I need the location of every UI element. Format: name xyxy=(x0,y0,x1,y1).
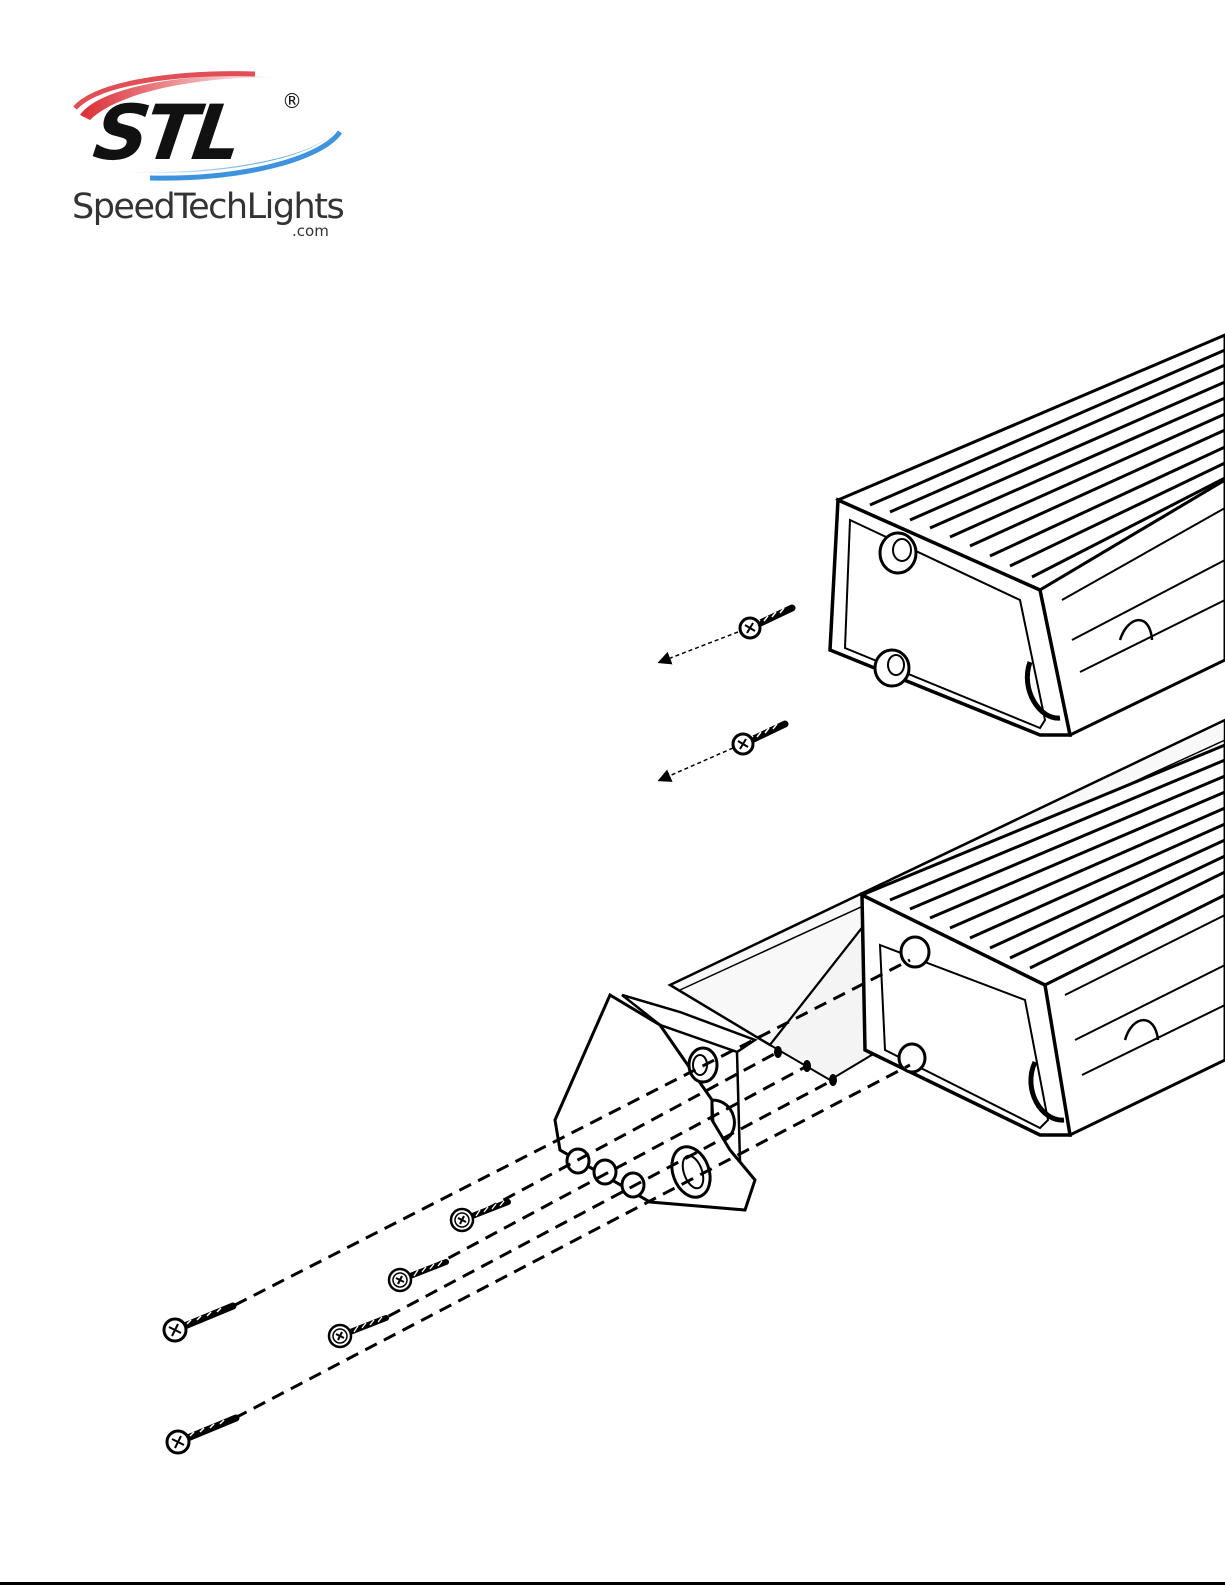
upper-removed-screw-1 xyxy=(660,608,792,662)
upper-removed-screw-2 xyxy=(660,724,785,780)
long-screw-top xyxy=(164,1306,233,1341)
bracket-hole-2 xyxy=(594,1160,616,1184)
mounting-screw-3 xyxy=(329,1317,386,1347)
lower-light-bar xyxy=(670,720,1225,1135)
long-screw-bottom xyxy=(167,1418,236,1453)
mounting-screw-2 xyxy=(389,1261,446,1291)
mounting-screw-1 xyxy=(451,1201,508,1231)
mounting-bracket xyxy=(555,995,755,1210)
upper-light-bar xyxy=(830,335,1225,735)
